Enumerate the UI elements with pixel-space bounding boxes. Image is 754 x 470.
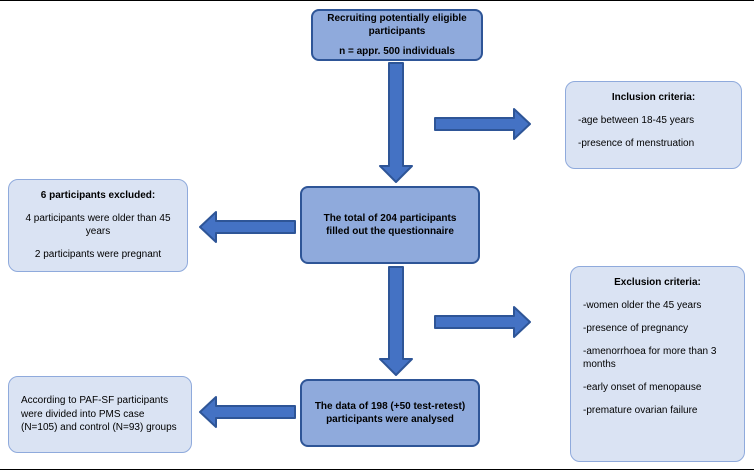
exclusion-item: -early onset of menopause (583, 382, 702, 393)
arrow-right-to-exclusion-icon (434, 306, 531, 338)
excluded-title: 6 participants excluded: (40, 190, 156, 201)
analysed-participants-text: The data of 198 (+50 test-retest) partic… (314, 401, 466, 425)
inclusion-title: Inclusion criteria: (611, 92, 696, 103)
inclusion-item: -age between 18-45 years (578, 115, 695, 126)
exclusion-criteria-box: Exclusion criteria: -women older the 45 … (570, 266, 745, 462)
excluded-participants-box: 6 participants excluded: 4 participants … (8, 179, 188, 272)
total-participants-text: The total of 204 participants filled out… (323, 213, 457, 237)
recruit-line2: n = appr. 500 individuals (339, 46, 455, 57)
recruit-box: Recruiting potentially eligible particip… (311, 9, 483, 61)
arrow-right-to-inclusion-icon (434, 108, 531, 140)
arrow-left-to-groups-icon (199, 396, 296, 428)
excluded-item: 2 participants were pregnant (34, 249, 162, 260)
arrow-down-recruit-to-total-icon (379, 62, 413, 183)
arrow-left-to-excluded-icon (199, 211, 296, 243)
total-participants-box: The total of 204 participants filled out… (300, 186, 480, 264)
exclusion-item: -presence of pregnancy (583, 323, 689, 334)
exclusion-item: -women older the 45 years (583, 300, 702, 311)
analysed-participants-box: The data of 198 (+50 test-retest) partic… (300, 379, 480, 447)
exclusion-item: -premature ovarian failure (583, 405, 698, 416)
exclusion-title: Exclusion criteria: (614, 277, 701, 288)
inclusion-item: -presence of menstruation (578, 138, 695, 149)
excluded-item: 4 participants were older than 45 years (25, 213, 171, 237)
exclusion-item: -amenorrhoea for more than 3 months (583, 346, 717, 370)
groups-text: According to PAF-SF participants were di… (21, 395, 177, 434)
arrow-down-total-to-analysed-icon (379, 266, 413, 376)
recruit-line1: Recruiting potentially eligible particip… (327, 13, 467, 37)
groups-box: According to PAF-SF participants were di… (8, 376, 192, 453)
inclusion-criteria-box: Inclusion criteria: -age between 18-45 y… (565, 81, 742, 169)
